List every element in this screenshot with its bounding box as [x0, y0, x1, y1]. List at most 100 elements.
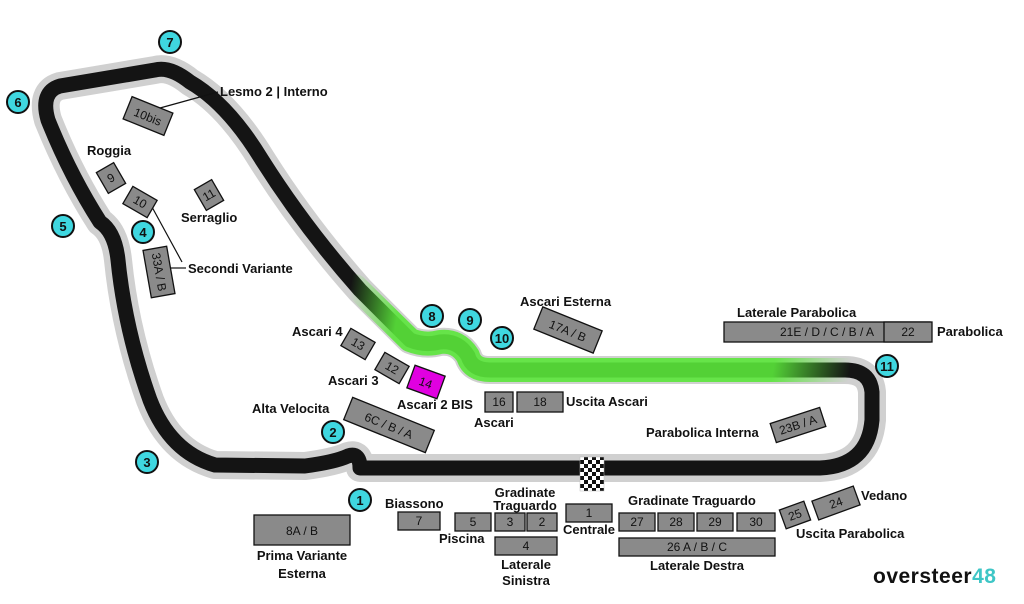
oversteer48-logo: oversteer48 [873, 565, 997, 588]
stand-9[interactable]: 9 [95, 161, 127, 195]
stand-12[interactable]: 12 [373, 351, 411, 385]
label-ascari-3: Ascari 3 [328, 373, 379, 388]
label-ascari-2-bis: Ascari 2 BIS [397, 397, 473, 412]
svg-text:28: 28 [669, 515, 683, 529]
label-laterale-parabolica: Laterale Parabolica [737, 305, 857, 320]
start-finish-line [579, 456, 605, 492]
svg-text:30: 30 [749, 515, 763, 529]
stand-10bis[interactable]: 10bis [122, 95, 174, 137]
stand-8ab[interactable]: 8A / B [253, 514, 351, 546]
turn-marker-1: 1 [348, 488, 372, 512]
svg-text:24: 24 [827, 494, 845, 512]
svg-text:7: 7 [416, 514, 423, 528]
svg-text:5: 5 [470, 515, 477, 529]
stand-25[interactable]: 25 [778, 500, 812, 530]
svg-text:27: 27 [630, 515, 644, 529]
stand-10[interactable]: 10 [121, 185, 159, 219]
label-roggia: Roggia [87, 143, 132, 158]
turn-marker-7: 7 [158, 30, 182, 54]
label-serraglio: Serraglio [181, 210, 237, 225]
label-gradinate-small-1: Gradinate [495, 485, 556, 500]
svg-text:14: 14 [417, 374, 435, 392]
turn-markers: 1 2 3 4 5 6 7 8 9 10 11 [6, 30, 899, 512]
stand-21[interactable]: 21E / D / C / B / A [723, 321, 931, 343]
label-ascari-4: Ascari 4 [292, 324, 343, 339]
turn-marker-11: 11 [875, 354, 899, 378]
label-lesmo: Lesmo 2 | Interno [220, 84, 328, 99]
turn-marker-5: 5 [51, 214, 75, 238]
label-gradinate-small-2: Traguardo [493, 498, 557, 513]
label-uscita-ascari: Uscita Ascari [566, 394, 648, 409]
svg-text:3: 3 [143, 455, 150, 470]
stand-13[interactable]: 13 [339, 327, 377, 361]
label-laterale-sinistra-1: Laterale [501, 557, 551, 572]
stand-28[interactable]: 28 [657, 512, 695, 532]
svg-text:6: 6 [14, 95, 21, 110]
label-laterale-sinistra-2: Sinistra [502, 573, 550, 588]
track [31, 55, 886, 492]
label-ascari: Ascari [474, 415, 514, 430]
svg-text:3: 3 [507, 515, 514, 529]
turn-marker-2: 2 [321, 420, 345, 444]
label-vedano: Vedano [861, 488, 907, 503]
label-gradinate-traguardo: Gradinate Traguardo [628, 493, 756, 508]
svg-text:26 A / B / C: 26 A / B / C [667, 540, 727, 554]
stand-33ab[interactable]: 33A / B [142, 245, 176, 299]
grandstands: 10bis 9 10 11 33A / B 13 12 14 6C / B / … [95, 95, 933, 557]
stand-18[interactable]: 18 [516, 391, 564, 413]
stand-16[interactable]: 16 [484, 391, 514, 413]
stand-5[interactable]: 5 [454, 512, 492, 532]
svg-text:21E / D / C / B / A: 21E / D / C / B / A [780, 325, 874, 339]
label-parabolica: Parabolica [937, 324, 1004, 339]
label-biassono: Biassono [385, 496, 444, 511]
svg-text:1: 1 [586, 506, 593, 520]
label-ascari-esterna: Ascari Esterna [520, 294, 612, 309]
stand-17ab[interactable]: 17A / B [532, 306, 604, 354]
stand-7[interactable]: 7 [397, 511, 441, 531]
label-parabolica-interna: Parabolica Interna [646, 425, 759, 440]
svg-text:13: 13 [349, 335, 368, 354]
stand-23ba[interactable]: 23B / A [769, 406, 827, 444]
stand-2[interactable]: 2 [526, 512, 558, 532]
label-laterale-destra: Laterale Destra [650, 558, 745, 573]
svg-text:25: 25 [786, 506, 804, 524]
drs-zone [343, 274, 862, 382]
stand-14[interactable]: 14 [406, 364, 446, 400]
label-centrale: Centrale [563, 522, 615, 537]
stand-29[interactable]: 29 [696, 512, 734, 532]
label-prima-variante-1: Prima Variante [257, 548, 347, 563]
svg-text:4: 4 [523, 539, 530, 553]
turn-marker-3: 3 [135, 450, 159, 474]
label-prima-variante-2: Esterna [278, 566, 326, 581]
svg-text:8: 8 [428, 309, 435, 324]
label-alta-velocita: Alta Velocita [252, 401, 330, 416]
stand-27[interactable]: 27 [618, 512, 656, 532]
stand-3[interactable]: 3 [494, 512, 526, 532]
svg-text:10: 10 [131, 193, 150, 212]
stand-24[interactable]: 24 [811, 485, 861, 521]
stand-11[interactable]: 11 [193, 178, 225, 212]
stand-4[interactable]: 4 [494, 536, 558, 556]
svg-text:33A / B: 33A / B [149, 252, 170, 293]
label-uscita-parabolica: Uscita Parabolica [796, 526, 905, 541]
labels: Lesmo 2 | Interno Roggia Serraglio Secon… [87, 84, 1004, 588]
svg-text:22: 22 [901, 325, 915, 339]
svg-text:29: 29 [708, 515, 722, 529]
svg-text:10: 10 [495, 331, 509, 346]
svg-text:2: 2 [539, 515, 546, 529]
stand-22[interactable]: 22 [883, 321, 933, 343]
svg-text:5: 5 [59, 219, 66, 234]
turn-marker-8: 8 [420, 304, 444, 328]
stand-1[interactable]: 1 [565, 503, 613, 523]
turn-marker-10: 10 [490, 326, 514, 350]
label-piscina: Piscina [439, 531, 485, 546]
svg-text:12: 12 [383, 359, 402, 378]
svg-text:1: 1 [356, 493, 363, 508]
svg-text:16: 16 [492, 395, 506, 409]
label-secondi-variante: Secondi Variante [188, 261, 293, 276]
stand-26[interactable]: 26 A / B / C [618, 537, 776, 557]
svg-text:2: 2 [329, 425, 336, 440]
stand-30[interactable]: 30 [736, 512, 776, 532]
leader-lines [151, 91, 219, 269]
